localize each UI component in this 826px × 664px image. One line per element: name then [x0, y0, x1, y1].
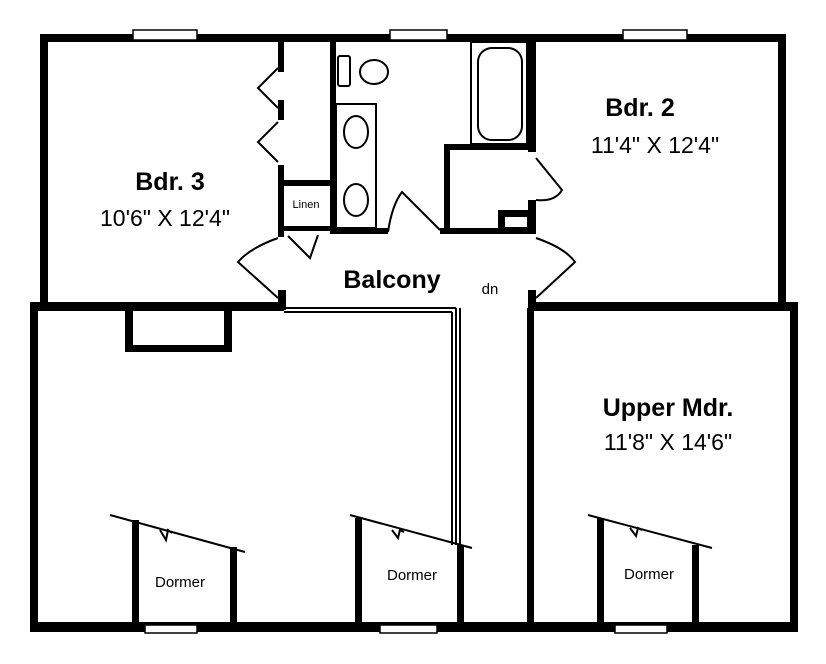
sink-icon — [343, 115, 369, 149]
room-name-bdr2: Bdr. 2 — [605, 94, 674, 122]
room-name-upper-mdr: Upper Mdr. — [603, 394, 734, 422]
bathtub — [477, 47, 523, 141]
room-size-bdr3: 10'6" X 12'4" — [100, 205, 230, 231]
dormers — [109, 514, 713, 624]
dormer-label: Dormer — [155, 574, 205, 591]
dormer-label: Dormer — [624, 566, 674, 583]
room-name-linen: Linen — [293, 199, 320, 211]
sink-icon — [343, 183, 369, 217]
stair-direction-label: dn — [482, 281, 499, 298]
bath-fixtures — [335, 41, 529, 229]
windows — [132, 29, 688, 634]
dormer-label: Dormer — [387, 567, 437, 584]
room-size-bdr2: 11'4" X 12'4" — [591, 132, 719, 158]
interior-walls — [125, 42, 536, 624]
door-swings — [236, 67, 577, 299]
room-name-bdr3: Bdr. 3 — [135, 168, 204, 196]
room-size-upper-mdr: 11'8" X 14'6" — [604, 429, 732, 455]
room-name-balcony: Balcony — [343, 266, 440, 294]
